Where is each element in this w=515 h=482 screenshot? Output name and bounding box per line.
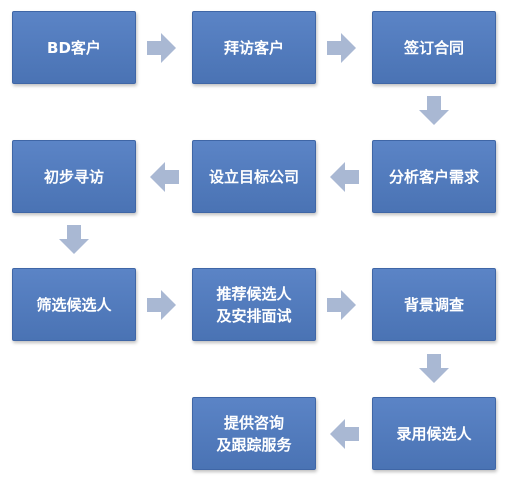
- step-initial-search: 初步寻访: [12, 140, 136, 213]
- step-recommend-and-interview: 推荐候选人 及安排面试: [192, 268, 316, 341]
- step-label-line-2: 及跟踪服务: [216, 435, 292, 454]
- arrow-down-icon: [419, 354, 449, 383]
- step-label: 分析客户需求: [388, 167, 479, 186]
- arrow-right-icon: [147, 33, 176, 63]
- arrow-right-icon: [147, 290, 176, 320]
- step-screen-candidates: 筛选候选人: [12, 268, 136, 341]
- arrow-right-icon: [327, 33, 356, 63]
- step-label: 设立目标公司: [208, 167, 299, 186]
- step-label: 签订合同: [403, 38, 464, 57]
- step-label: 筛选候选人: [36, 295, 112, 314]
- step-text: 提供咨询 及跟踪服务: [216, 412, 291, 456]
- step-background-check: 背景调查: [372, 268, 496, 341]
- step-hire-candidate: 录用候选人: [372, 397, 496, 470]
- step-label: 初步寻访: [43, 167, 104, 186]
- arrow-left-icon: [150, 162, 179, 192]
- arrow-down-icon: [59, 225, 89, 254]
- step-sign-contract: 签订合同: [372, 11, 496, 84]
- step-bd-customer: BD客户: [12, 11, 136, 84]
- step-label-line-2: 及安排面试: [216, 306, 292, 325]
- step-analyze-needs: 分析客户需求: [372, 140, 496, 213]
- step-label: 录用候选人: [396, 424, 472, 443]
- step-label: BD客户: [47, 38, 101, 57]
- step-label: 拜访客户: [223, 38, 284, 57]
- arrow-left-icon: [330, 419, 359, 449]
- arrow-down-icon: [419, 96, 449, 125]
- step-label: 背景调查: [403, 295, 464, 314]
- step-label-line-1: 推荐候选人: [216, 284, 292, 303]
- step-visit-customer: 拜访客户: [192, 11, 316, 84]
- step-set-target-companies: 设立目标公司: [192, 140, 316, 213]
- arrow-right-icon: [327, 290, 356, 320]
- arrow-left-icon: [330, 162, 359, 192]
- step-label-line-1: 提供咨询: [223, 413, 284, 432]
- step-text: 推荐候选人 及安排面试: [216, 283, 291, 327]
- step-consulting-followup: 提供咨询 及跟踪服务: [192, 397, 316, 470]
